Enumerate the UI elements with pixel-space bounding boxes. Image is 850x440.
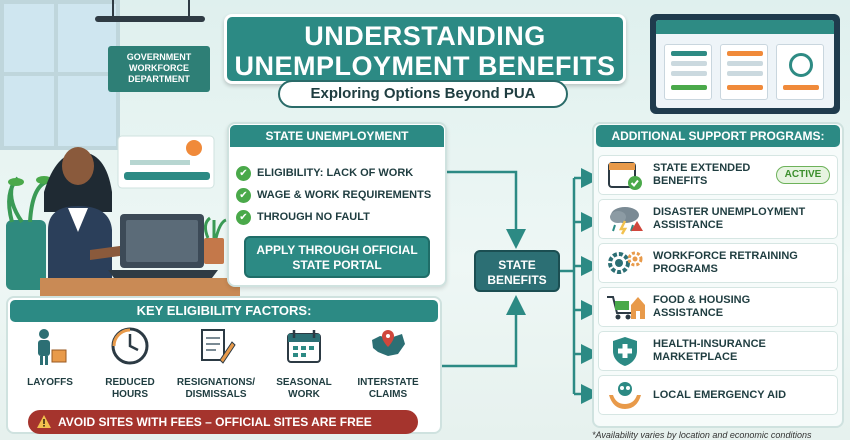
factor-item: LAYOFFS (10, 326, 90, 389)
computer-monitor (650, 14, 840, 114)
criteria-item: ✔THROUGH NO FAULT (236, 208, 370, 226)
criteria-item: ✔WAGE & WORK REQUIREMENTS (236, 186, 431, 204)
check-icon: ✔ (236, 165, 251, 181)
office-window (0, 0, 120, 150)
check-icon: ✔ (236, 187, 251, 203)
government-sign: GOVERNMENT WORKFORCE DEPARTMENT (108, 46, 210, 92)
warning-icon (37, 415, 51, 428)
state-benefits-hub: STATE BENEFITS (474, 250, 560, 292)
clock-icon (111, 327, 149, 365)
calendar-icon (287, 330, 321, 363)
document-pen-icon (201, 329, 236, 364)
criteria-item: ✔ELIGIBILITY: LACK OF WORK (236, 164, 413, 182)
page-subtitle: Exploring Options Beyond PUA (278, 80, 568, 108)
storm-cloud-icon (610, 207, 643, 235)
active-badge: ACTIVE (776, 166, 830, 184)
worker-illustration (6, 135, 240, 300)
cart-house-icon (607, 296, 645, 320)
ceiling-lamp (95, 16, 205, 22)
page-title: UNDERSTANDING UNEMPLOYMENT BENEFITS (224, 14, 626, 84)
map-pin-icon (372, 330, 405, 356)
check-icon: ✔ (236, 209, 251, 225)
shield-cross-icon (613, 337, 637, 366)
additional-programs-heading: ADDITIONAL SUPPORT PROGRAMS: (596, 125, 840, 147)
gears-icon (608, 251, 643, 274)
fee-warning-banner: AVOID SITES WITH FEES – OFFICIAL SITES A… (28, 410, 418, 434)
hands-icon (609, 382, 641, 409)
key-factors-heading: KEY ELIGIBILITY FACTORS: (10, 300, 438, 322)
factor-item: RESIGNATIONS/DISMISSALS (176, 326, 256, 401)
program-item[interactable]: LOCAL EMERGENCY AID (598, 375, 838, 415)
person-box-icon (38, 329, 67, 365)
footnote: *Availability varies by location and eco… (592, 430, 812, 440)
apply-portal-button[interactable]: APPLY THROUGH OFFICIAL STATE PORTAL (244, 236, 430, 278)
calendar-check-icon (608, 162, 642, 190)
state-insurance-heading: STATE UNEMPLOYMENT INSURANCE (230, 125, 444, 165)
